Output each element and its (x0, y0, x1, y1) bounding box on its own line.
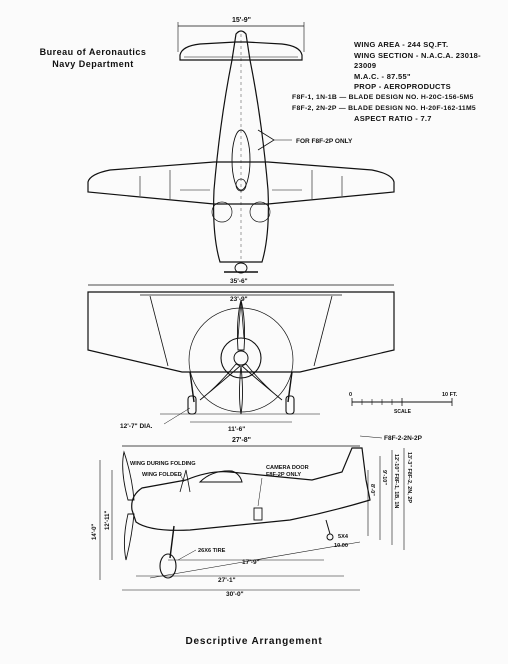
drawing-caption: Descriptive Arrangement (185, 636, 323, 647)
tire-label: 26X6 TIRE (198, 548, 226, 554)
scale-zero: 0 (349, 392, 352, 398)
dim-h2: 12'-11" (105, 511, 111, 530)
scale-bar: 0 10 FT. SCALE (349, 392, 458, 415)
tread-label: 11'-6" (228, 426, 245, 433)
spec-blade-1: F8F-1, 1N-1B — BLADE DESIGN NO. H-20C-15… (292, 93, 474, 101)
issuer-line-1: Bureau of Aeronautics (39, 47, 147, 57)
prop-dia-label: 12'-7" DIA. (120, 423, 153, 430)
dim-h1: 14'-0" (92, 524, 98, 540)
main-wheel (159, 553, 177, 579)
spec-prop: PROP - AEROPRODUCTS (354, 82, 451, 92)
wing-folded-label: WING FOLDED (142, 472, 182, 478)
tail-span-label: 15'-9" (232, 17, 251, 24)
length-top-label: 27'-8" (232, 437, 251, 444)
wing-folding-label: WING DURING FOLDING (130, 461, 196, 467)
front-view: 35'-6" 23'-9" 12'-7" DIA. 11'-6" (87, 278, 395, 433)
camera-door (253, 507, 263, 521)
dim-d2: 27'-1" (218, 577, 236, 584)
canopy-plan (231, 129, 251, 191)
version-label: F8F-2-2N-2P (384, 435, 423, 442)
span-label-1: 35'-6" (230, 278, 248, 285)
dim-d3: 30'-0" (226, 591, 244, 598)
plan-view: 15'-9" FOR F8F-2P ONLY (87, 17, 395, 274)
wing-front (87, 291, 395, 373)
dim-d1: 17'-9" (242, 559, 260, 566)
spec-wing-section: WING SECTION - N.A.C.A. 23018-23009 (354, 50, 481, 71)
spec-blade-2: F8F-2, 2N-2P — BLADE DESIGN NO. H-20F-16… (292, 104, 477, 112)
dim-v2: 12'-10" F8F-1, 1B, 1N (393, 454, 399, 508)
dim-v3: 9'-10" (381, 470, 387, 485)
spec-aspect: ASPECT RATIO - 7.7 (354, 114, 432, 124)
scale-label: SCALE (394, 409, 412, 415)
dim-v4: 8'-0" (369, 484, 375, 496)
fuselage-plan (213, 30, 269, 263)
dim-v1: 13'-3" F8F-2, 2N, 2P (406, 452, 412, 503)
spec-block: WING AREA - 244 SQ.FT. WING SECTION - N.… (292, 40, 497, 125)
issuer-block: Bureau of Aeronautics Navy Department (28, 46, 158, 70)
camera-door-label-2: F8F-2P ONLY (266, 472, 301, 478)
horizontal-stabilizer (179, 41, 303, 61)
spec-mac: M.A.C. - 87.55" (354, 71, 411, 81)
angle-label: 10.00 (334, 543, 348, 549)
issuer-line-2: Navy Department (52, 59, 134, 69)
camera-note-label: FOR F8F-2P ONLY (296, 138, 353, 145)
spec-wing-area: WING AREA - 244 SQ.FT. (354, 40, 449, 49)
wing-plan (87, 161, 395, 205)
camera-door-label: CAMERA DOOR (266, 465, 309, 471)
tail-tire-label: 5X4 (338, 534, 349, 540)
side-view: 27'-8" F8F-2-2N-2P WING DURING FOLDING W… (92, 435, 423, 598)
fuselage-side (131, 447, 371, 531)
span-label-2: 23'-9" (230, 296, 248, 303)
scale-ten: 10 FT. (442, 392, 458, 398)
